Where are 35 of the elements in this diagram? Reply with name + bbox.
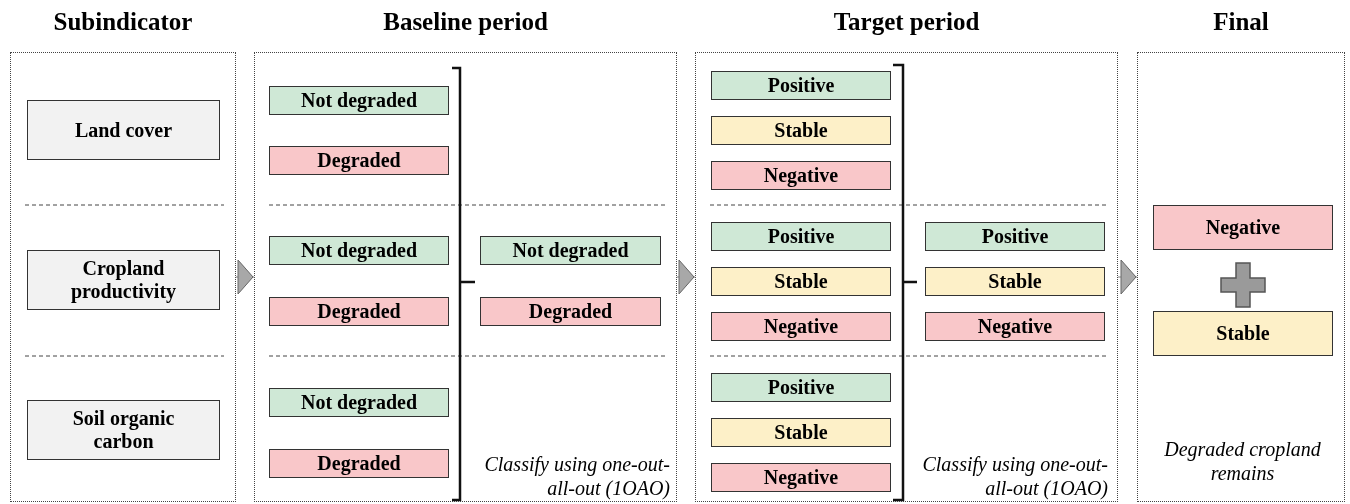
label-box: Positive xyxy=(925,222,1105,251)
note-text: Classify using one-out-all-out (1OAO) xyxy=(921,452,1108,500)
label-box: Degraded xyxy=(269,146,449,175)
label-box: Stable xyxy=(711,267,891,296)
label-box: Land cover xyxy=(27,100,220,160)
note-text: Degraded cropland remains xyxy=(1163,437,1322,485)
label-box: Not degraded xyxy=(480,236,661,265)
note-text: Classify using one-out-all-out (1OAO) xyxy=(483,452,670,500)
label-box: Cropland productivity xyxy=(27,250,220,310)
panel-heading: Final xyxy=(1212,8,1270,36)
label-box: Stable xyxy=(711,418,891,447)
label-box: Positive xyxy=(711,373,891,402)
label-box: Negative xyxy=(925,312,1105,341)
label-box: Positive xyxy=(711,222,891,251)
label-box: Negative xyxy=(711,161,891,190)
label-box: Not degraded xyxy=(269,388,449,417)
arrow xyxy=(676,259,696,295)
label-box: Degraded xyxy=(269,297,449,326)
label-box: Degraded xyxy=(480,297,661,326)
label-box: Not degraded xyxy=(269,86,449,115)
label-box: Negative xyxy=(1153,205,1333,250)
label-box: Negative xyxy=(711,463,891,492)
label-box: Soil organic carbon xyxy=(27,400,220,460)
label-box: Stable xyxy=(1153,311,1333,356)
label-box: Not degraded xyxy=(269,236,449,265)
panel-heading: Baseline period xyxy=(382,8,549,36)
arrow xyxy=(1117,259,1138,295)
panel-heading: Target period xyxy=(832,8,981,36)
label-box: Stable xyxy=(711,116,891,145)
label-box: Stable xyxy=(925,267,1105,296)
panel-heading: Subindicator xyxy=(52,8,194,36)
label-box: Degraded xyxy=(269,449,449,478)
arrow xyxy=(235,259,255,295)
label-box: Positive xyxy=(711,71,891,100)
label-box: Negative xyxy=(711,312,891,341)
